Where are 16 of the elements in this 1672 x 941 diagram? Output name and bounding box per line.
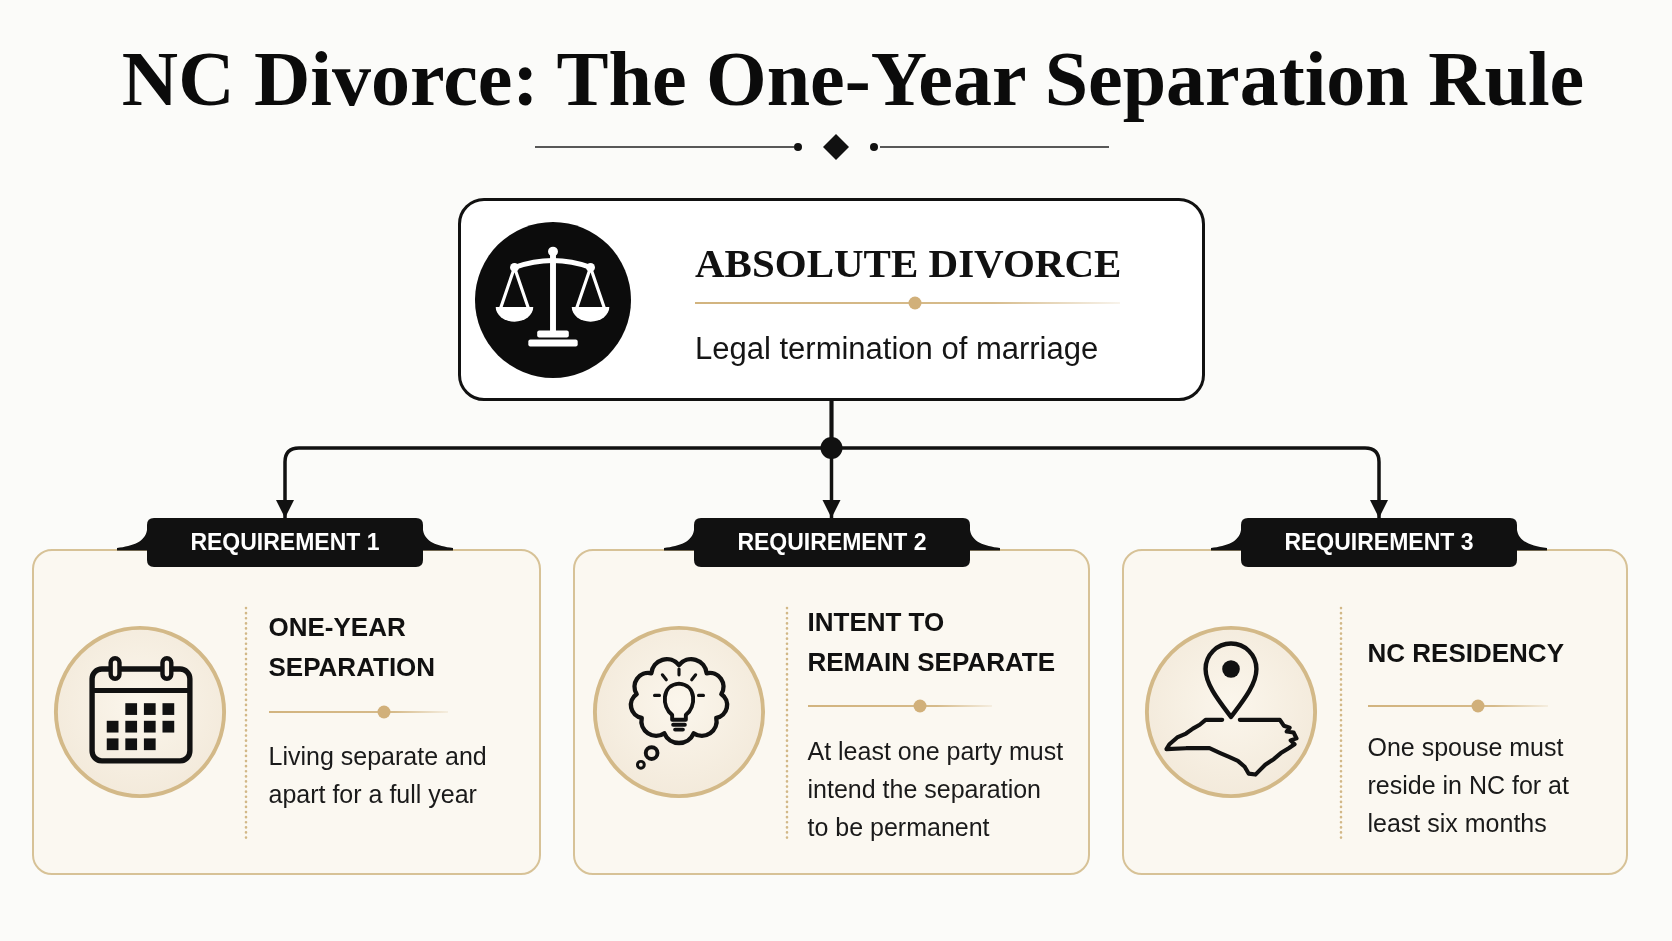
- card-description: One spouse must reside in NC for at least six months: [1367, 731, 1570, 839]
- tag-label: REQUIREMENT 3: [1284, 529, 1474, 556]
- card-heading: INTENT TO REMAIN SEPARATE: [807, 605, 1056, 679]
- tag-label: REQUIREMENT 1: [190, 529, 380, 556]
- definition-card: [458, 198, 1205, 401]
- requirement-tag: [1211, 518, 1547, 567]
- connector-arrow: [829, 401, 1388, 518]
- heading: ABSOLUTE DIVORCE: [695, 241, 1122, 286]
- tag-label: REQUIREMENT 2: [737, 529, 927, 556]
- card-description: Living separate and apart for a full year: [268, 740, 488, 810]
- card-heading: ONE-YEAR SEPARATION: [268, 610, 437, 684]
- description: Legal termination of marriage: [695, 330, 1099, 367]
- card-heading: NC RESIDENCY: [1367, 636, 1565, 670]
- requirement-tag: [664, 518, 1000, 567]
- card-description: At least one party must intend the separation to be permanent: [807, 735, 1065, 843]
- requirement-tag: [117, 518, 453, 567]
